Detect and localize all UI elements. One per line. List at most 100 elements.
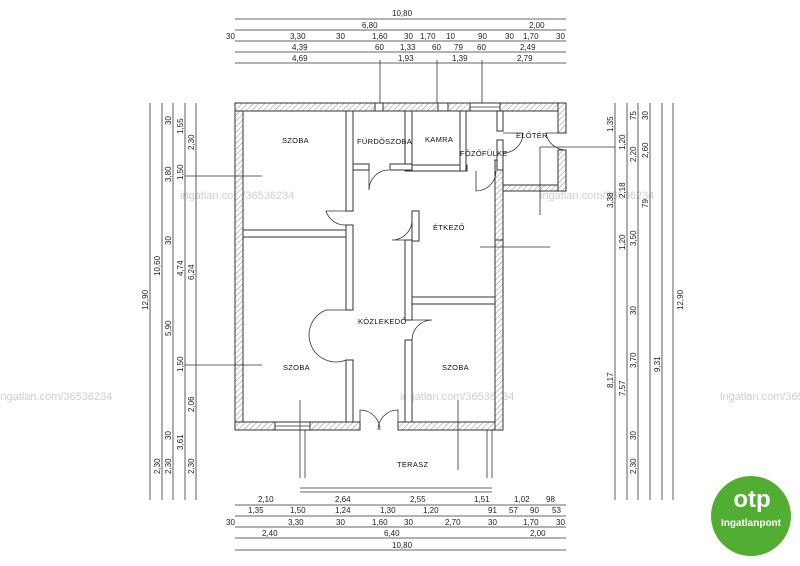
dim-label: 2,70 [445, 518, 461, 527]
dim-label: 1,39 [452, 54, 468, 63]
dim-label: 7,57 [618, 380, 627, 396]
dim-label: 3,50 [629, 230, 638, 246]
dim-label: 1,30 [380, 506, 396, 515]
dim-label: 3,61 [176, 434, 185, 450]
watermark: ingatlan.com/36536234 [0, 391, 112, 403]
dim-label: 90 [478, 32, 487, 41]
dim-label: 3,38 [606, 192, 615, 208]
dim-label: 2,30 [629, 458, 638, 474]
dim-label: 2,64 [335, 495, 351, 504]
dim-label: 2,49 [520, 43, 536, 52]
room-label-szoba: SZOBA [282, 136, 309, 145]
dim-label: 1,50 [176, 356, 185, 372]
dim-label: 60 [477, 43, 486, 52]
dim-label: 1,20 [618, 234, 627, 250]
dim-label: 2,00 [529, 21, 545, 30]
dim-label: 90 [530, 506, 539, 515]
doors [308, 132, 567, 431]
dim-label: 1,20 [423, 506, 439, 515]
otp-logo-badge [711, 476, 791, 556]
dim-label: 30 [164, 431, 173, 440]
dim-label: 60 [432, 43, 441, 52]
dim-label: 10,80 [392, 9, 413, 18]
dim-label: 1,33 [400, 43, 416, 52]
dim-label: 2,18 [618, 182, 627, 198]
dim-label: 30 [226, 32, 235, 41]
dim-label: 30 [629, 431, 638, 440]
dim-label: 2,30 [187, 134, 196, 150]
dim-label: 6,80 [362, 21, 378, 30]
dim-label: 4,74 [176, 260, 185, 276]
dim-label: 30 [336, 518, 345, 527]
dim-label: 2,30 [187, 458, 196, 474]
dim-label: 12,90 [676, 289, 685, 310]
leader-lines [185, 60, 615, 470]
room-label-etkezo: ÉTKEZŐ [433, 223, 465, 232]
watermark: ingatlan.com/36536234 [720, 391, 800, 403]
dim-label: 2,60 [641, 142, 650, 158]
dim-label: 75 [629, 111, 638, 120]
dim-label: 1,70 [523, 518, 539, 527]
dim-label: 12,90 [141, 289, 150, 310]
dim-label: 5,90 [164, 320, 173, 336]
dim-label: 3,70 [629, 352, 638, 368]
windows [274, 102, 501, 431]
dim-label: 53 [552, 506, 561, 515]
dim-label: 1,70 [523, 32, 539, 41]
dim-label: 30 [164, 116, 173, 125]
dim-label: 1,20 [618, 134, 627, 150]
dim-label: 91 [488, 506, 497, 515]
left-dimensions: 12,90 10,60 2,30 30 3,80 30 5,90 30 2,30… [141, 116, 196, 474]
room-labels: SZOBA FÜRDŐSZOBA KAMRA ELŐTÉR FŐZŐFÜLKE … [282, 131, 548, 469]
room-label-fozofulke: FŐZŐFÜLKE [460, 149, 508, 158]
dim-label: 1,60 [372, 32, 388, 41]
top-dimensions: 10,80 6,80 2,00 30 3,30 30 1,60 30 1,70 … [226, 9, 565, 63]
dimension-lines [149, 18, 674, 551]
dim-label: 2,06 [187, 396, 196, 412]
dim-label: 1,35 [248, 506, 264, 515]
dim-label: 30 [226, 518, 235, 527]
room-label-furdoszoba: FÜRDŐSZOBA [357, 137, 412, 146]
dim-label: 10,80 [392, 541, 413, 550]
dim-label: 30 [336, 32, 345, 41]
terrace [299, 430, 493, 493]
dim-label: 30 [404, 518, 413, 527]
otp-logo-text: otp [733, 486, 771, 513]
room-label-kamra: KAMRA [425, 135, 453, 144]
dim-label: 1,93 [398, 54, 414, 63]
room-label-kozlekedo: KÖZLEKEDŐ [358, 317, 407, 326]
watermark: ingatlan.com/36536234 [540, 190, 654, 202]
right-dimensions: 1,35 3,38 8,17 1,20 2,18 1,20 7,57 75 2,… [606, 111, 685, 474]
dim-label: 3,80 [164, 166, 173, 182]
dim-label: 30 [404, 32, 413, 41]
outer-walls [234, 102, 567, 431]
dim-label: 6,24 [187, 264, 196, 280]
dim-label: 1,55 [176, 118, 185, 134]
dim-label: 2,20 [629, 146, 638, 162]
room-label-eloter: ELŐTÉR [516, 131, 548, 140]
dim-label: 1,24 [335, 506, 351, 515]
dim-label: 30 [641, 111, 650, 120]
room-label-szoba: SZOBA [283, 363, 310, 372]
dim-label: 4,69 [292, 54, 308, 63]
dim-label: 1,02 [514, 495, 530, 504]
dim-label: 30 [556, 32, 565, 41]
dim-label: 1,35 [606, 116, 615, 132]
dim-label: 3,30 [290, 32, 306, 41]
dim-label: 30 [556, 518, 565, 527]
dim-label: 30 [488, 518, 497, 527]
dim-label: 60 [375, 43, 384, 52]
dim-label: 2,30 [164, 458, 173, 474]
dim-label: 30 [164, 236, 173, 245]
dim-label: 6,40 [384, 529, 400, 538]
dim-label: 10 [446, 32, 455, 41]
watermarks: ingatlan.com/36536234 ingatlan.com/36536… [0, 190, 800, 403]
dim-label: 1,70 [420, 32, 436, 41]
dim-label: 2,40 [262, 529, 278, 538]
dim-label: 79 [641, 199, 650, 208]
dim-label: 98 [546, 495, 555, 504]
otp-logo-subtitle: Ingatlanpont [721, 518, 781, 529]
dim-label: 10,60 [153, 255, 162, 276]
dim-label: 1,60 [372, 518, 388, 527]
